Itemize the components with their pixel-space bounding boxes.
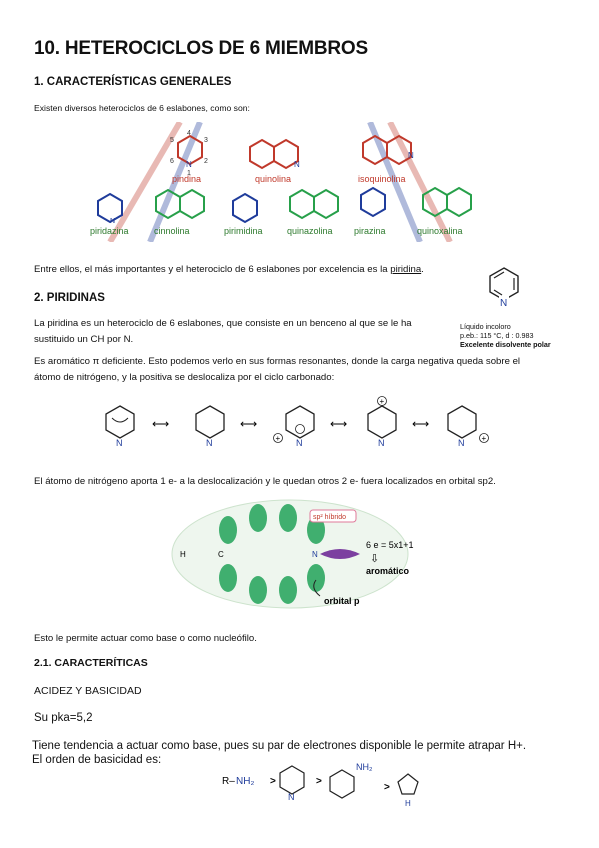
orbital-p-label: orbital p [324,596,360,606]
pyridine-structure: N [489,267,519,309]
cinnoline-structure [155,188,205,220]
orbital-diagram: H C N sp² híbrido 6 e = 5x1+1 ⇩ aromátic… [171,499,414,609]
resonance-form: N [105,405,135,448]
electron-count: 6 e = 5x1+1 [366,540,414,550]
svg-text:H: H [180,550,186,559]
ring-number-2: 2 [204,158,208,165]
pyridine-structure: 4 3 5 6 2 1 N [170,130,208,177]
sp2-lobe [320,549,360,559]
section-heading-piridinas: 2. PIRIDINAS [34,292,105,304]
heterocycle-name: pirimidina [224,226,263,236]
heterocycles-figure: 4 3 5 6 2 1 N pindina N quinolina N isoq… [90,122,472,242]
basicity-order-intro: El orden de basicidad es: [32,754,162,766]
svg-text:R–: R– [222,776,235,787]
sp2-label-box [309,509,357,523]
paragraph-definition: La piridina es un heterociclo de 6 eslab… [34,318,412,345]
heterocycle-name: pirazina [354,226,386,236]
resonance-form: N + [447,405,489,448]
svg-text:N: N [408,151,414,160]
heterocycle-name: isoquinolina [358,174,406,184]
basicity-tendency: Tiene tendencia a actuar como base, pues… [32,740,527,752]
svg-text:N: N [500,298,507,309]
quinoxaline-structure [422,186,472,218]
heterocycle-name: piridazina [90,226,129,236]
heterocycle-name: quinoxalina [417,226,463,236]
paragraph-aromatic: Es aromático π deficiente. Esto podemos … [34,356,521,383]
ring-number-4: 4 [187,130,191,137]
quinoline-structure: N [249,138,300,170]
ring-number-3: 3 [204,137,208,144]
bg-stripe [387,122,453,242]
resonance-form: + N [367,396,397,448]
ring-number-6: 6 [170,158,174,165]
paragraph-nitrogen-electrons: El átomo de nitrógeno aporta 1 e- a la d… [34,476,496,487]
bg-stripe [107,122,183,242]
pyridine-properties: Líquido incoloro p.eb.: 115 °C, d : 0.98… [460,322,551,349]
svg-text:N: N [288,792,295,802]
resonance-arrow: ⟷ [152,417,169,431]
paragraph-base-nucleophile: Esto le permite actuar como base o como … [34,633,257,644]
svg-text:+: + [276,434,281,443]
heterocycle-name: pindina [172,174,201,184]
svg-text:N: N [294,160,300,169]
nitrogen-label: N [186,160,192,169]
resonance-arrow: ⟷ [240,417,257,431]
ring-number-5: 5 [170,137,174,144]
resonance-arrow: ⟷ [412,417,429,431]
svg-text:>: > [270,776,276,787]
svg-text:C: C [218,550,224,559]
bg-stripe [367,122,423,242]
isoquinoline-structure: N [362,134,414,166]
svg-text:>: > [384,782,390,793]
section-heading-caracteristicas: 2.1. CARACTERÍTICAS [34,657,148,669]
sp2-label: sp² híbrido [313,514,346,521]
basicity-order: R– NH₂ > N > NH₂ > H [222,762,419,808]
svg-text:N: N [206,438,213,448]
svg-text:>: > [316,776,322,787]
svg-text:NH₂: NH₂ [236,776,254,787]
svg-text:N: N [110,218,115,225]
svg-text:+: + [482,434,487,443]
svg-text:N: N [296,438,303,448]
most-important-line: Entre ellos, el más importantes y el het… [34,264,424,275]
svg-text:N: N [312,550,318,559]
svg-text:⇩: ⇩ [370,553,379,565]
subheading-acidez: ACIDEZ Y BASICIDAD [34,685,142,697]
svg-text:+: + [380,397,385,406]
svg-text:N: N [116,438,123,448]
resonance-arrow: ⟷ [330,417,347,431]
svg-text:NH₂: NH₂ [356,762,373,772]
pyrazine-structure [360,186,386,218]
resonance-structures: N ⟷ N ⟷ N + ⟷ + N ⟷ N + [105,396,489,448]
resonance-form: N + [273,405,315,448]
section-heading-general: 1. CARACTERÍSTICAS GENERALES [34,76,232,88]
heterocycle-name: quinazolina [287,226,333,236]
page-title: 10. HETEROCICLOS DE 6 MIEMBROS [34,38,368,59]
svg-text:N: N [458,438,465,448]
bg-stripe [147,122,203,242]
ring-number-1: 1 [187,170,191,177]
piridina-link: piridina [390,264,422,275]
pyridazine-structure: N [97,192,123,225]
pyrimidine-structure [232,192,258,224]
pka-text: Su pka=5,2 [34,712,93,724]
aromatic-label: aromático [366,566,410,576]
intro-text: Existen diversos heterociclos de 6 eslab… [34,103,250,113]
quinazoline-structure [289,188,339,220]
resonance-form: N [195,405,225,448]
heterocycle-name: cinnolina [154,226,190,236]
svg-text:H: H [405,799,411,808]
heterocycle-name: quinolina [255,174,291,184]
svg-text:N: N [378,438,385,448]
